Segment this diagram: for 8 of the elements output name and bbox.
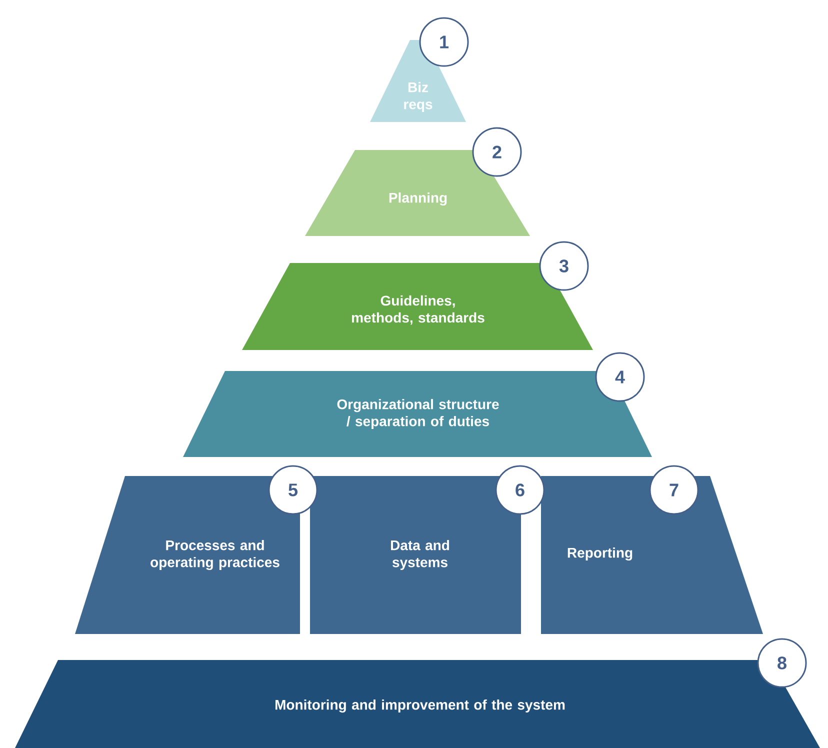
callout-number: 4 xyxy=(595,352,645,402)
callout-number: 6 xyxy=(495,465,545,515)
callout-number: 3 xyxy=(539,241,589,291)
callout-number: 5 xyxy=(268,465,318,515)
callout-number: 2 xyxy=(472,127,522,177)
callout-number: 1 xyxy=(419,17,469,67)
callout-number: 8 xyxy=(757,638,807,688)
callout-number: 7 xyxy=(649,465,699,515)
